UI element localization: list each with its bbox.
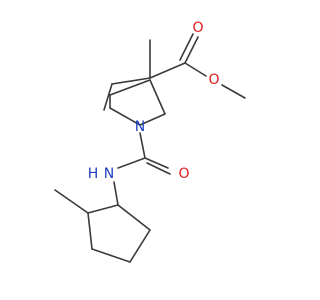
bond-ring-c2-c3 — [149, 79, 166, 115]
bond-ring-n1-c2 — [139, 113, 166, 126]
bond-ester-o-methyl — [221, 84, 246, 99]
bond-cp-c5-c1 — [117, 204, 151, 231]
bond-amide-c-o-double-2 — [146, 162, 171, 175]
bond-ring-a — [111, 77, 151, 85]
bond-cp-c4-c5 — [129, 229, 151, 263]
bond-cp-c2-methyl — [54, 189, 89, 214]
atom-o-amide: O — [178, 166, 189, 182]
molecule-structure: O O N H N O — [54, 20, 246, 263]
bond-ring-b — [103, 83, 113, 111]
bond-ring-c3-c4 — [109, 79, 151, 96]
bond-amide-c-o-double-1 — [144, 157, 169, 169]
bond-cp-c2-c3 — [87, 212, 93, 250]
bond-ring-c5-n1 — [109, 107, 141, 126]
bond-c3-ester-c — [149, 62, 186, 79]
bond-ester-c-o-double-1 — [184, 36, 199, 64]
bond-nh-cyclopentyl — [113, 181, 119, 206]
atom-n-amide: N — [104, 166, 114, 182]
molecule-canvas: O O N H N O — [54, 20, 246, 263]
bond-cp-c1-c2 — [87, 204, 119, 214]
bond-amide-c-nh — [117, 157, 146, 169]
atom-h-amide: H — [88, 166, 99, 182]
bond-n1-amide-c — [139, 132, 146, 159]
bond-ester-c-o-double-2 — [179, 33, 194, 61]
atom-n-ring: N — [135, 119, 145, 135]
bond-ester-c-o-single — [184, 62, 207, 77]
bond-cp-c3-c4 — [91, 248, 131, 263]
atom-o-ester: O — [208, 72, 219, 88]
atom-o-ester-carbonyl: O — [192, 20, 203, 36]
